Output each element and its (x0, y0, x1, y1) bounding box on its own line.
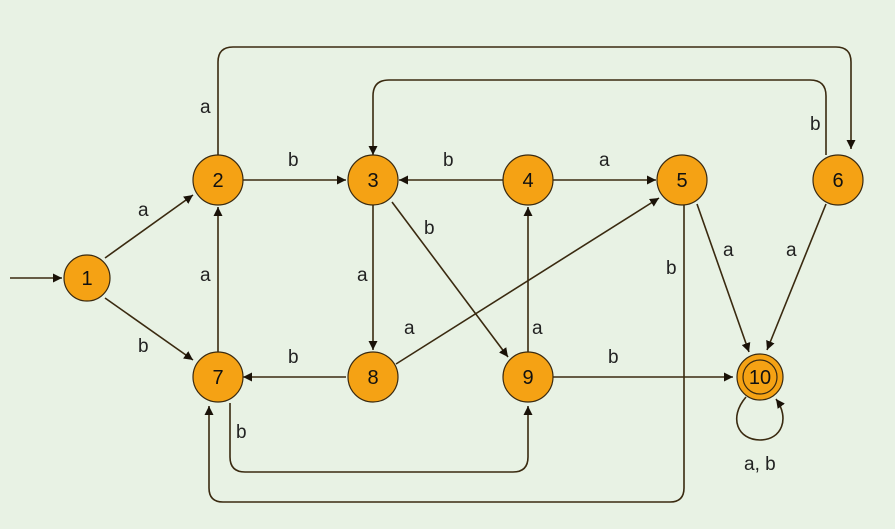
edge-label-1-2: a (138, 200, 149, 221)
edge-4-to-3: b (399, 150, 503, 185)
state-4: 4 (502, 154, 554, 206)
edge-3-to-9: b (391, 201, 509, 358)
state-7: 7 (192, 351, 244, 403)
state-10-accepting: 10 (736, 353, 784, 401)
edge-label-3-8: a (357, 265, 368, 286)
state-7-label: 7 (212, 367, 223, 389)
edge-label-4-3: b (443, 150, 454, 171)
edge-label-4-5: a (599, 150, 610, 171)
edge-label-6-10: a (786, 240, 797, 261)
state-6: 6 (812, 154, 864, 206)
edge-6-to-3: b (368, 79, 827, 155)
edge-label-2-6: a (200, 97, 211, 118)
edge-3-to-8: a (357, 205, 378, 350)
edge-label-10-10: a, b (744, 454, 776, 475)
edge-7-to-2: a (200, 207, 223, 352)
edge-label-2-3: b (288, 150, 299, 171)
state-5: 5 (656, 154, 708, 206)
state-2-label: 2 (212, 170, 223, 192)
edge-10-self-loop: a, b (735, 396, 785, 475)
edge-2-to-6: a (200, 46, 856, 155)
edge-label-3-9: b (424, 218, 435, 239)
state-9-label: 9 (522, 367, 533, 389)
edge-4-to-5: a (553, 150, 656, 185)
state-3-label: 3 (367, 170, 378, 192)
state-6-label: 6 (832, 170, 843, 192)
edge-9-to-10: b (553, 347, 733, 382)
edge-9-to-4: a (523, 207, 543, 352)
state-5-label: 5 (676, 170, 687, 192)
state-9: 9 (502, 351, 554, 403)
state-4-label: 4 (522, 170, 533, 192)
state-8-label: 8 (367, 367, 378, 389)
edge-1-to-7: b (104, 297, 194, 361)
edge-6-to-10: a (766, 203, 827, 351)
edge-label-8-5: a (404, 318, 415, 339)
edge-label-9-10: b (608, 347, 619, 368)
edge-8-to-7: b (243, 347, 346, 382)
edge-label-6-3: b (810, 114, 821, 135)
edge-label-9-4: a (532, 318, 543, 339)
state-2: 2 (192, 154, 244, 206)
state-3: 3 (347, 154, 399, 206)
edge-5-to-10: a (696, 203, 751, 353)
edge-label-5-7: b (666, 258, 677, 279)
edge-label-7-2: a (200, 265, 211, 286)
edge-1-to-2: a (104, 194, 194, 259)
edge-label-1-7: b (138, 336, 149, 357)
edge-7-to-9: b (229, 403, 533, 473)
state-10-label: 10 (749, 367, 771, 389)
edge-label-7-9: b (236, 422, 247, 443)
state-1: 1 (63, 254, 111, 302)
edge-5-to-7: b (204, 205, 685, 503)
edge-label-5-10: a (723, 240, 734, 261)
edge-2-to-3: b (241, 150, 346, 185)
state-1-label: 1 (81, 268, 92, 290)
state-8: 8 (347, 351, 399, 403)
edge-label-8-7: b (288, 347, 299, 368)
